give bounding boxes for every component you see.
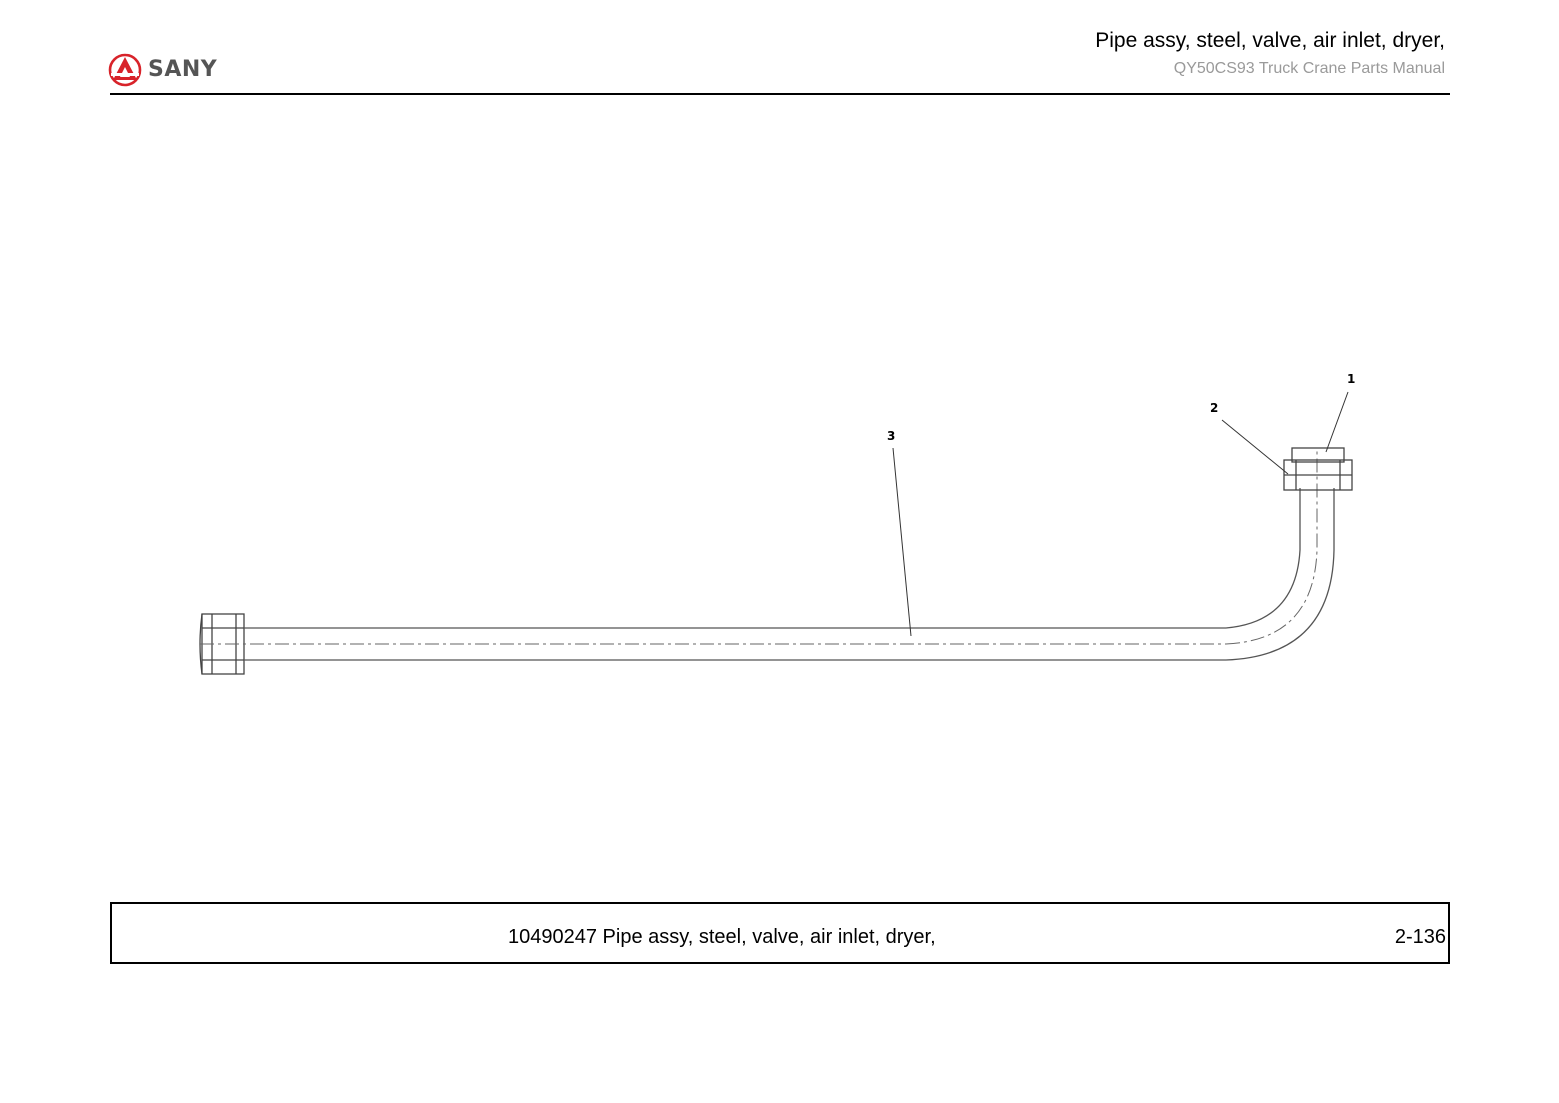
right-fitting: [1283, 447, 1353, 491]
figure-caption: 10490247 Pipe assy, steel, valve, air in…: [508, 926, 936, 948]
leader-lines: [892, 391, 1349, 637]
sany-logo: SANY: [108, 52, 217, 88]
callout-2: 2: [1210, 401, 1218, 415]
footer-caption-box: 10490247 Pipe assy, steel, valve, air in…: [110, 902, 1450, 964]
brand-name: SANY: [148, 57, 218, 82]
callout-3: 3: [887, 429, 895, 443]
document-title: Pipe assy, steel, valve, air inlet, drye…: [1095, 29, 1445, 52]
pipe-body: [244, 488, 1335, 661]
sany-logo-mark-icon: [108, 53, 142, 87]
callout-1: 1: [1347, 372, 1355, 386]
header-divider: [110, 93, 1450, 95]
page-number: 2-136: [1394, 926, 1446, 948]
document-subtitle: QY50CS93 Truck Crane Parts Manual: [1173, 60, 1445, 77]
pipe-centerline: [200, 450, 1318, 645]
